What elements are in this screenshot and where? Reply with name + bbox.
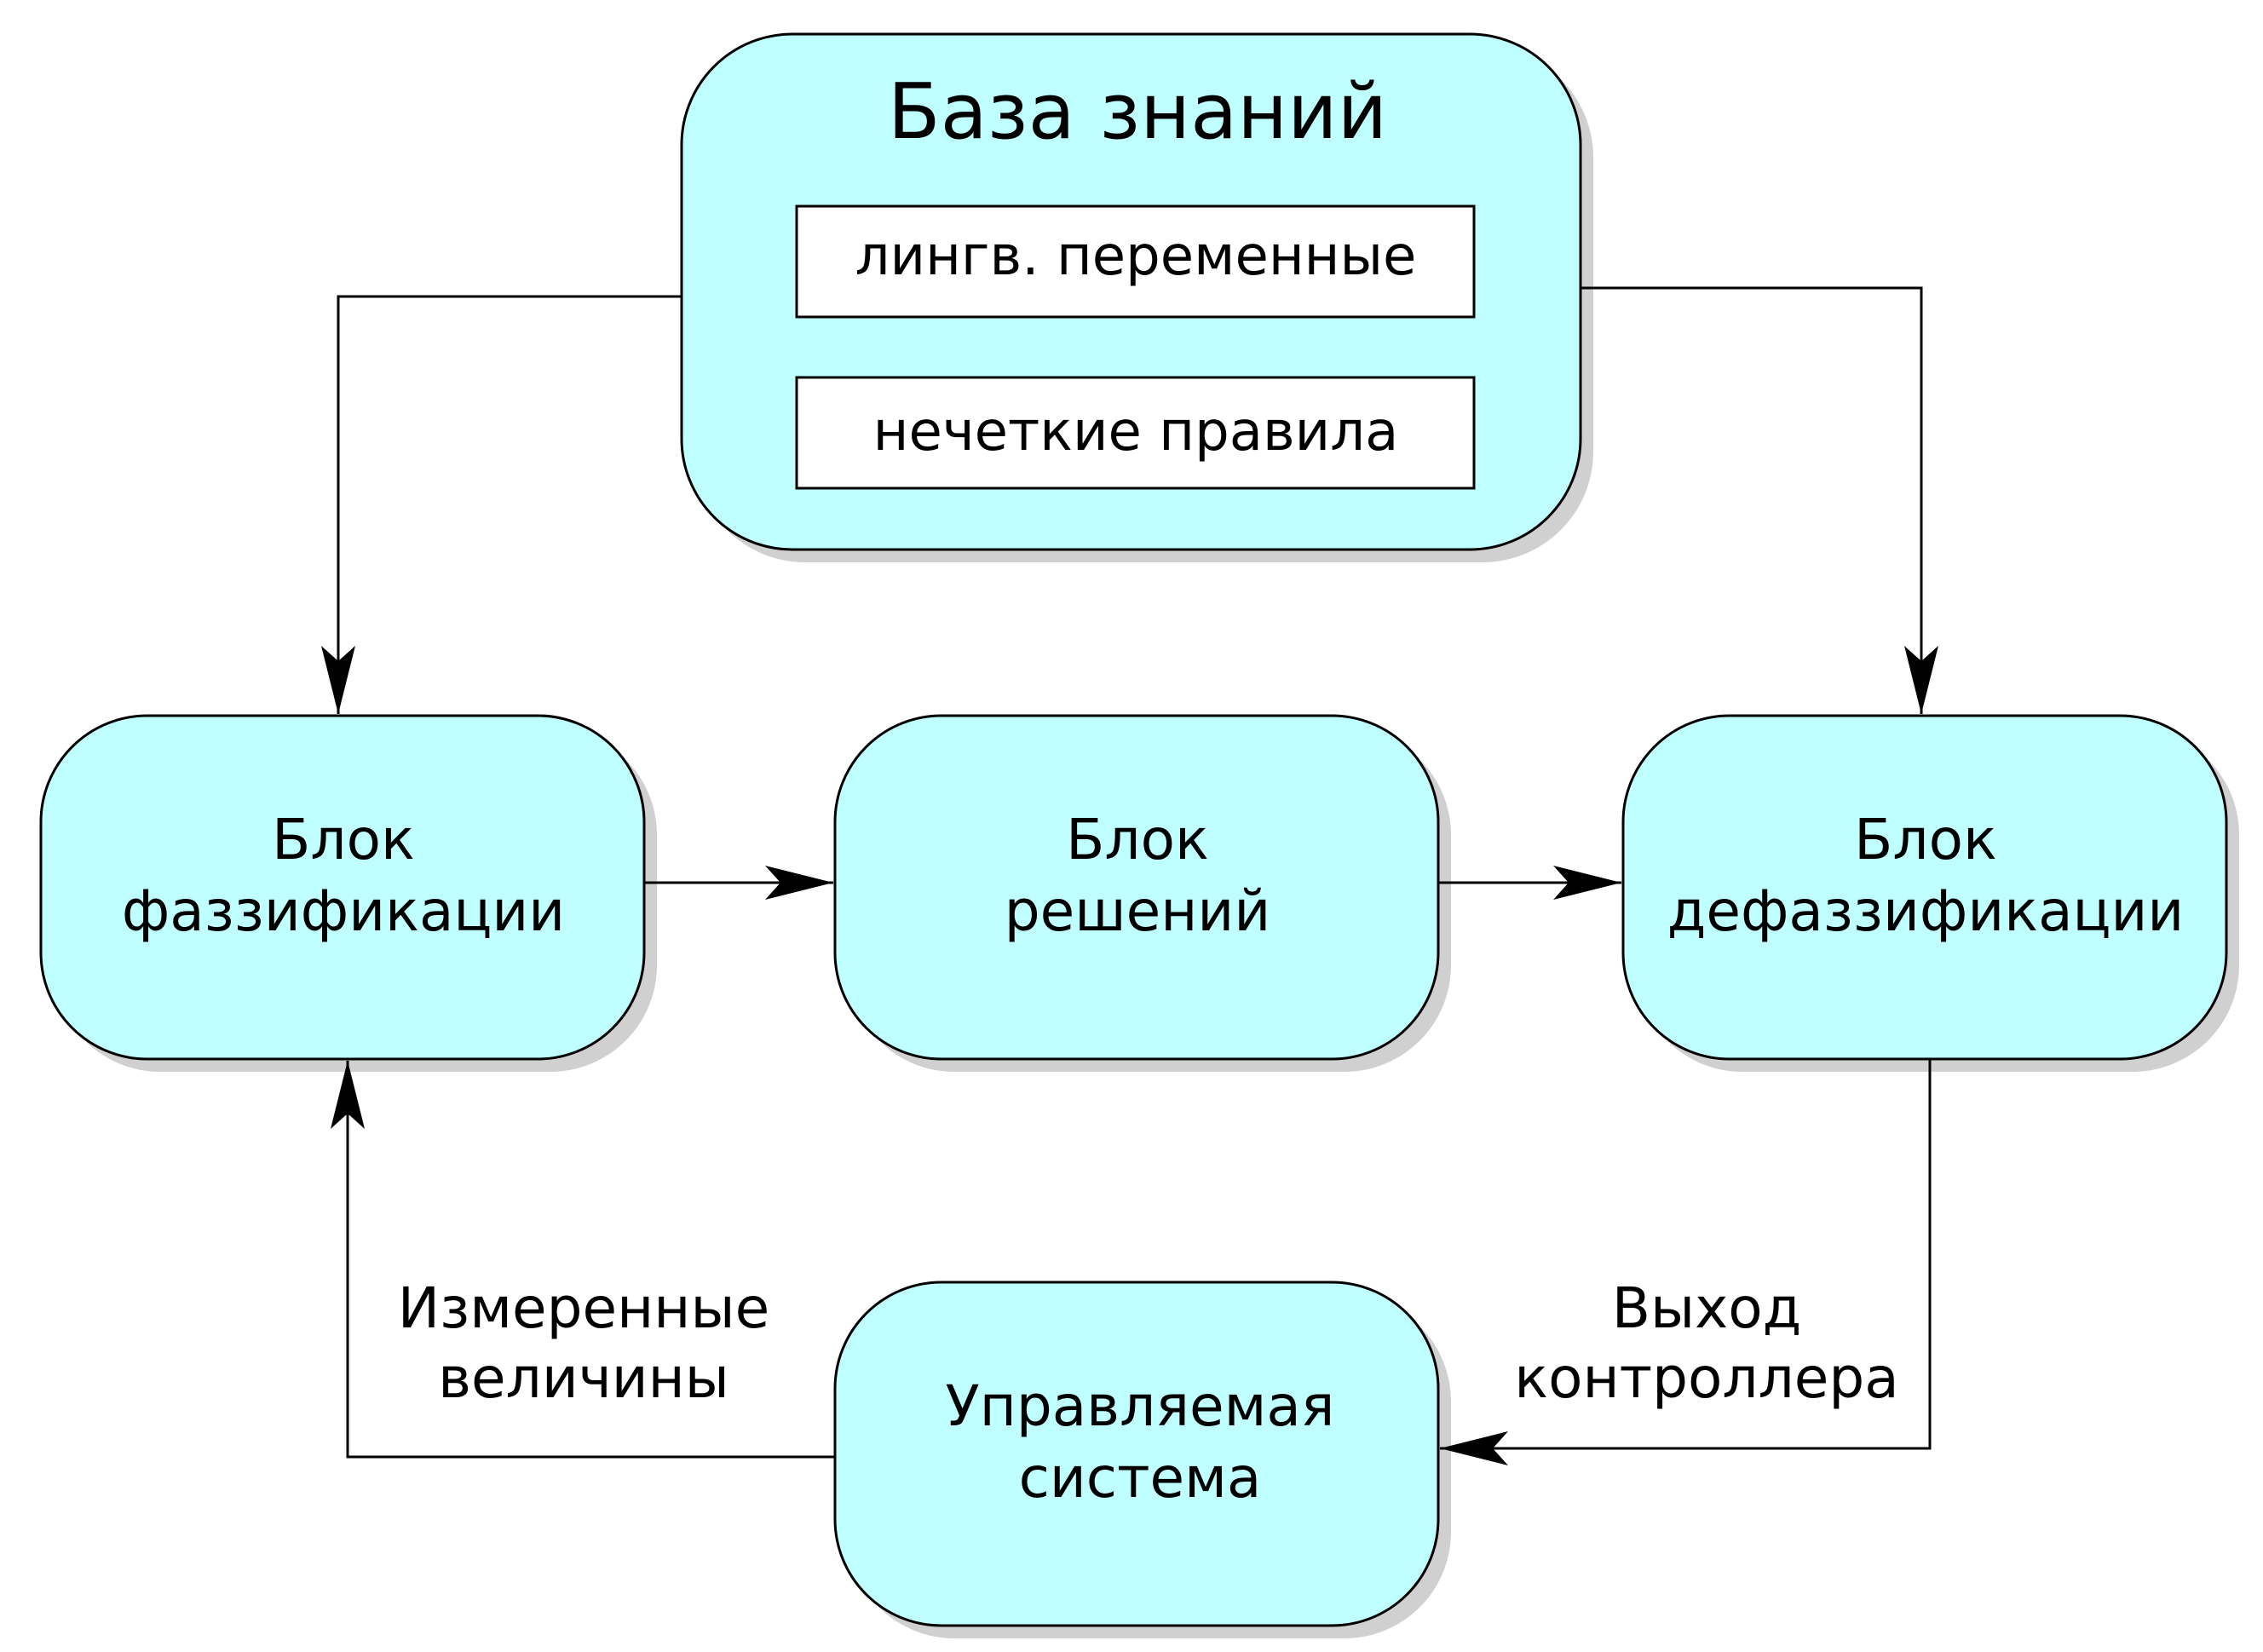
edge-kb-to-fuzzification [321, 295, 682, 714]
defuzzification-label-line-1: Блок [1854, 807, 1997, 872]
fuzzy-rules-label: нечеткие правила [873, 400, 1399, 463]
edge-kb-to-defuzzification [1581, 286, 1938, 714]
decision-label-line-1: Блок [1066, 807, 1209, 872]
plant-label-line-1: Управляемая [945, 1373, 1334, 1439]
controller-output-label-line-1: Выход [1612, 1275, 1801, 1341]
edge-defuzzification-to-plant [1440, 1059, 1932, 1465]
fuzzy-rules-box [795, 376, 1476, 490]
plant-node: Управляемая система [833, 1281, 1451, 1638]
controller-output-label-line-2: контроллера [1514, 1345, 1898, 1411]
decision-node: Блок решений [833, 714, 1451, 1072]
decision-box [833, 714, 1440, 1061]
linguistic-variables-label: лингв. переменные [855, 225, 1417, 288]
edges [321, 286, 1938, 1465]
defuzzification-label-line-2: дефаззификации [1667, 878, 2185, 944]
measured-values-label-line-1: Измеренные [398, 1275, 769, 1341]
measured-values-label-line-2: величины [438, 1345, 729, 1411]
edge-plant-to-fuzzification [331, 1061, 835, 1459]
defuzzification-box [1621, 714, 2228, 1061]
decision-label-line-2: решений [1005, 878, 1270, 944]
defuzzification-node: Блок дефаззификации [1621, 714, 2239, 1072]
fuzzification-node: Блок фаззификации [39, 714, 657, 1072]
plant-box [833, 1281, 1440, 1627]
fuzzification-box [39, 714, 646, 1061]
knowledge-base-node: База знаний лингв. переменные нечеткие п… [680, 32, 1593, 562]
knowledge-base-title: База знаний [888, 67, 1387, 157]
linguistic-variables-box [795, 204, 1476, 319]
fuzzification-label-line-1: Блок [272, 807, 415, 872]
plant-label-line-2: система [1019, 1445, 1262, 1511]
fuzzification-label-line-2: фаззификации [122, 878, 565, 944]
